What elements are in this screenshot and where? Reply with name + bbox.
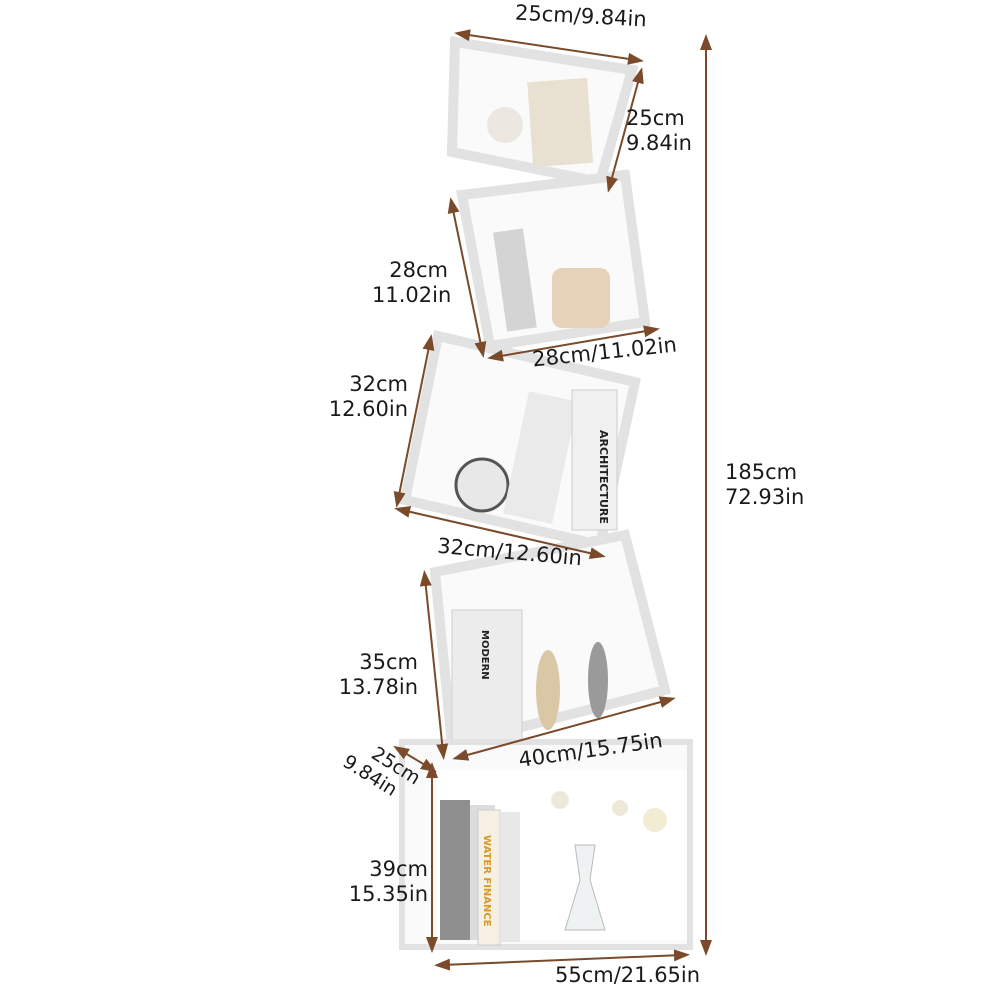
book-title: WATER FINANCE bbox=[481, 835, 492, 927]
dimension-lines bbox=[393, 29, 712, 971]
shelf-box-1 bbox=[446, 36, 639, 188]
shelf-box-base: WATER FINANCE bbox=[399, 739, 693, 950]
base-width-label: 55cm/21.65in bbox=[555, 963, 701, 987]
shelf-box-2 bbox=[456, 169, 651, 352]
book-title: MODERN bbox=[479, 630, 490, 680]
shelf-box-3: ARCHITECTURE bbox=[399, 329, 641, 552]
book-title: ARCHITECTURE bbox=[597, 430, 610, 524]
